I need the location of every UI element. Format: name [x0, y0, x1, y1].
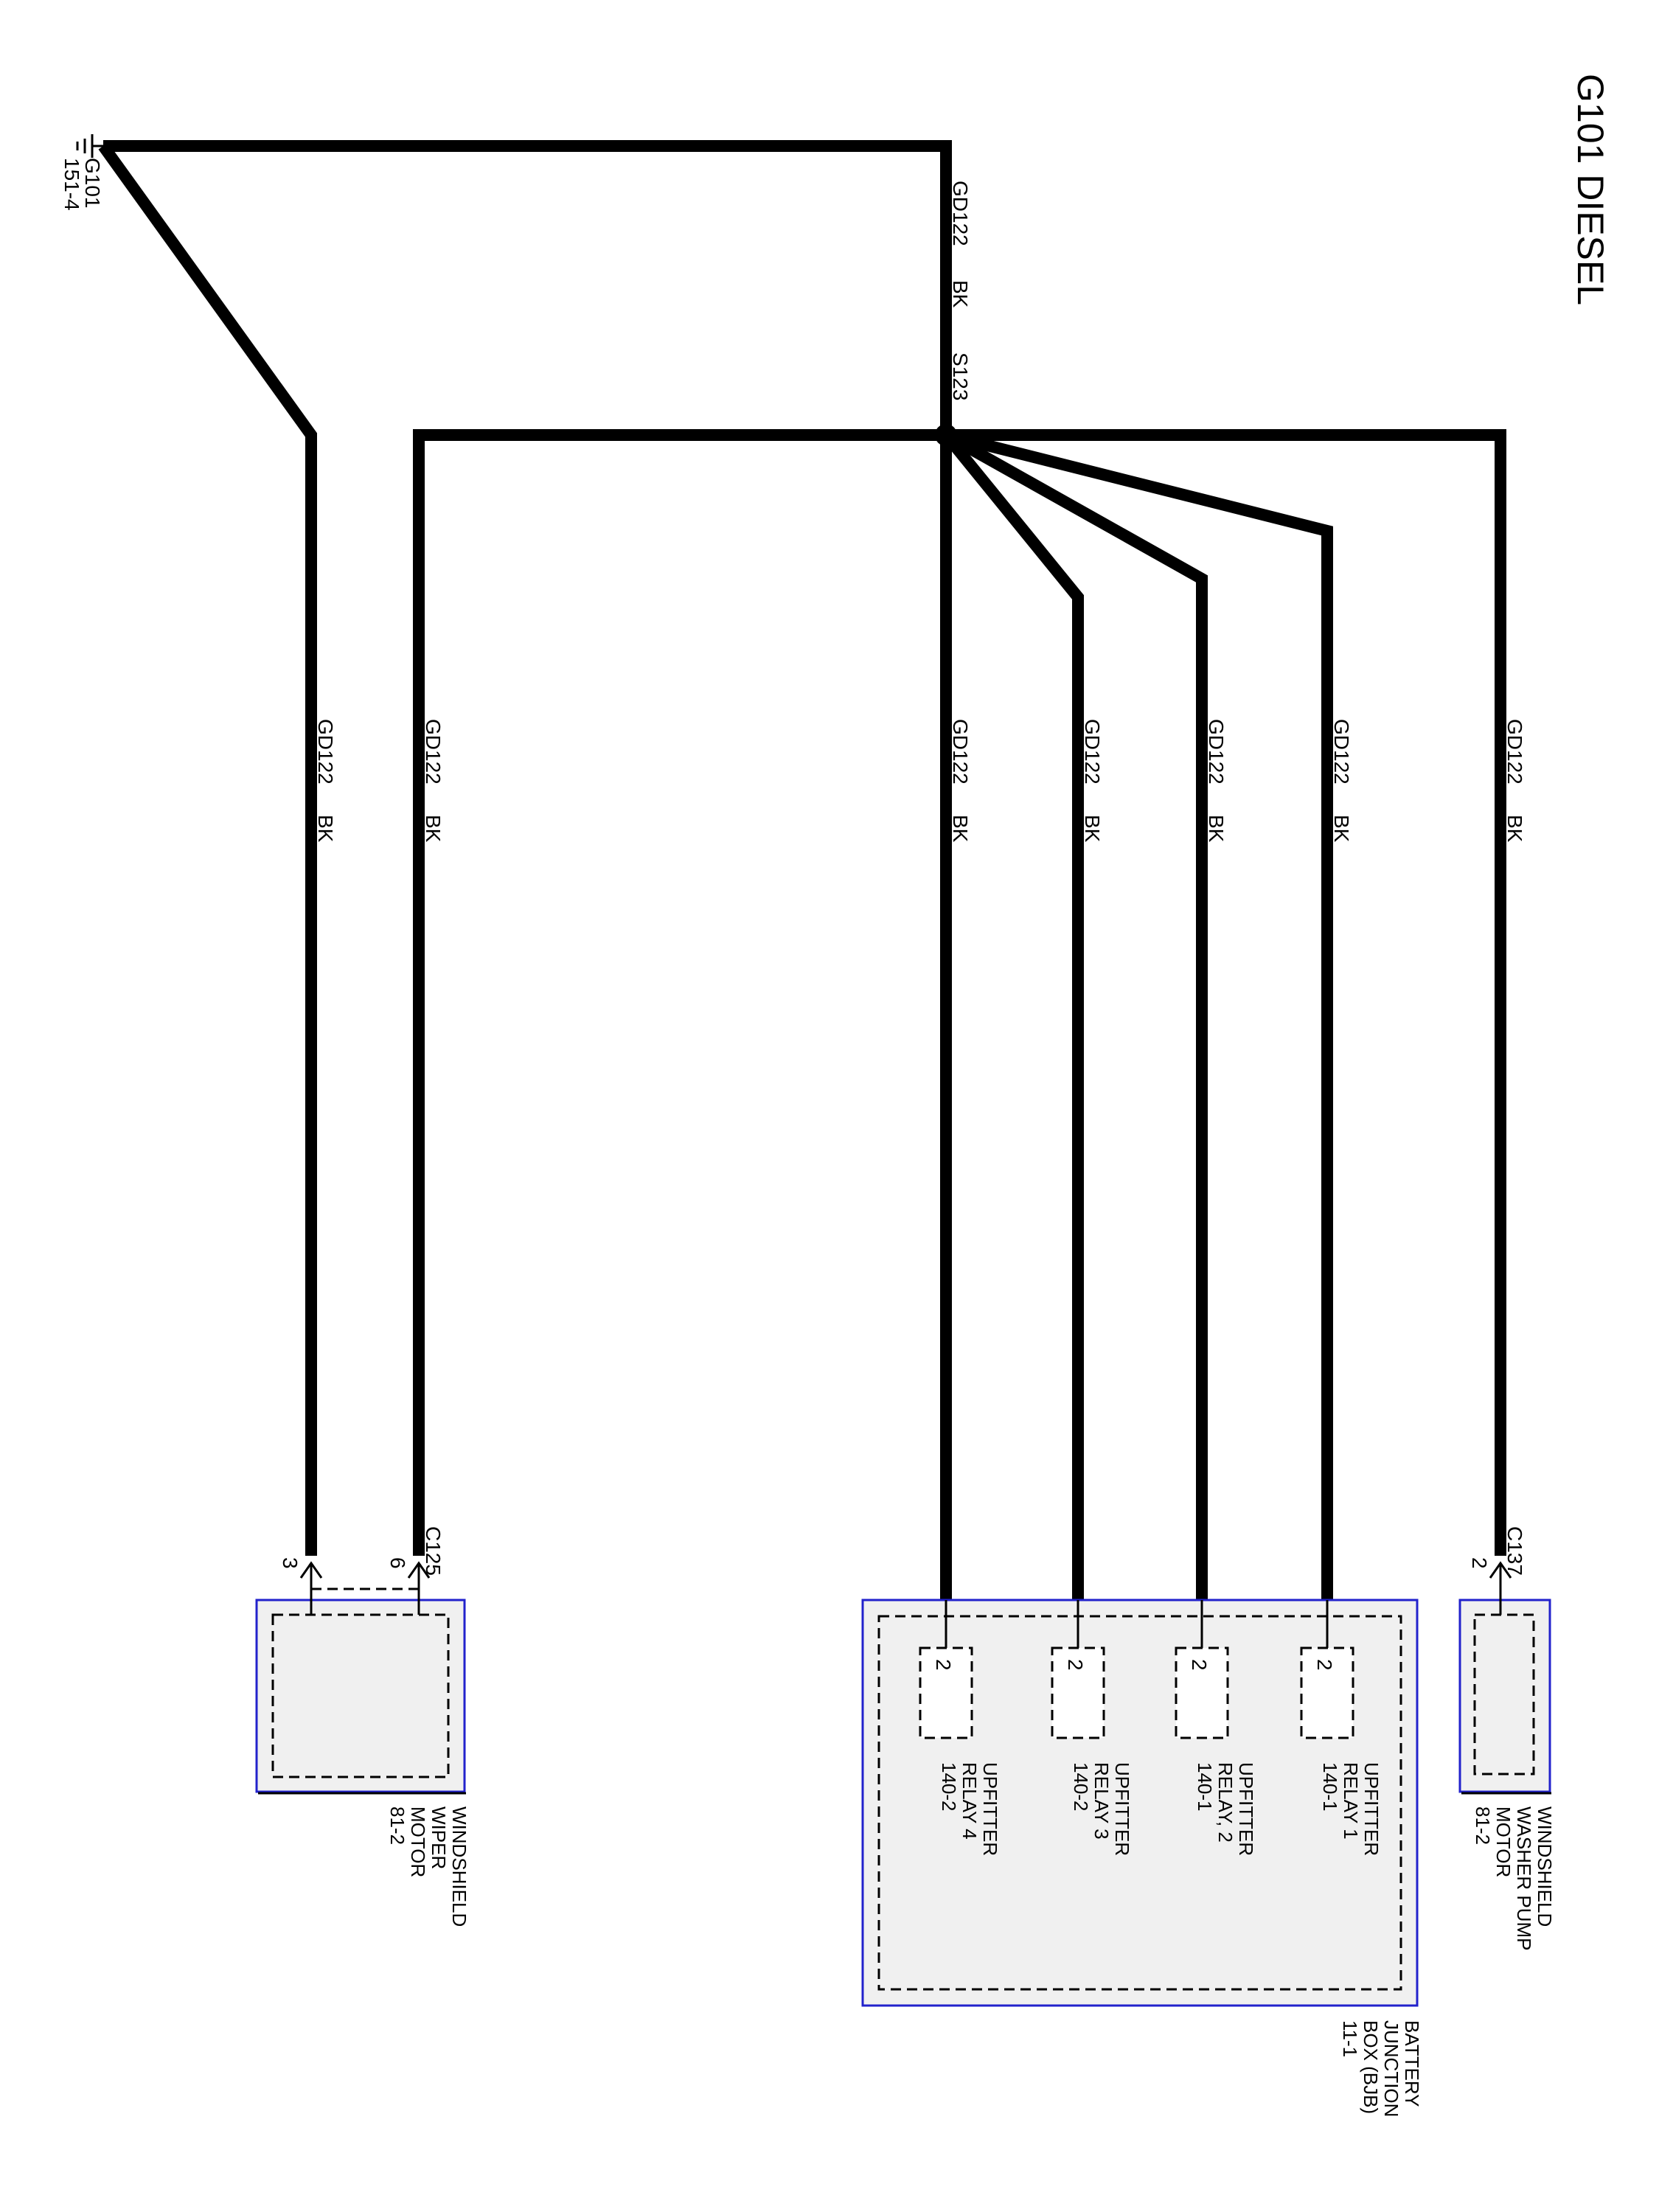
component-label-line: WINDSHIELD [448, 1806, 470, 1927]
component-label-line: BOX (BJB) [1360, 2020, 1382, 2114]
relay-label-line: UPFITTER [1111, 1762, 1133, 1856]
wire-color-label: BK [1330, 815, 1353, 843]
relay-label-line: 140-1 [1319, 1762, 1341, 1812]
washer-pump-motor [1458, 1599, 1551, 1795]
relay-1-label: UPFITTER RELAY 1 140-1 [1319, 1762, 1382, 1856]
relay-label-line: RELAY 4 [959, 1762, 981, 1840]
bjb-label: BATTERY JUNCTION BOX (BJB) 11-1 [1339, 2020, 1423, 2117]
component-label-line: BATTERY [1401, 2020, 1423, 2107]
relay-label-line: RELAY, 2 [1214, 1762, 1237, 1843]
wire-circuit-label: GD122 [1205, 719, 1228, 785]
pin-number: 2 [1188, 1659, 1211, 1671]
wire-color-label: BK [1081, 815, 1104, 843]
pin-number: 3 [279, 1557, 302, 1569]
relay-3-label: UPFITTER RELAY 3 140-2 [1070, 1762, 1133, 1856]
component-label-line: WIPER [428, 1806, 450, 1869]
wire-splice-to-wiper-6 [413, 429, 946, 1556]
wire-splice-to-relay-3 [941, 431, 1084, 1600]
relay-label-line: UPFITTER [979, 1762, 1001, 1856]
component-label-line: 81-2 [1472, 1806, 1494, 1845]
relay-label-line: UPFITTER [1360, 1762, 1382, 1856]
component-label-line: 11-1 [1339, 2020, 1361, 2057]
wire-circuit-label: GD122 [949, 181, 972, 246]
pin-number: 6 [386, 1557, 409, 1569]
wire-circuit-label: GD122 [1081, 719, 1104, 785]
wire-color-label: BK [1503, 815, 1526, 843]
wires [98, 140, 1506, 1600]
component-label-line: WINDSHIELD [1534, 1806, 1556, 1927]
washer-pump-label: WINDSHIELD WASHER PUMP MOTOR 81-2 [1472, 1806, 1556, 1951]
relay-label-line: 140-2 [938, 1762, 960, 1812]
ground-ref: 151-4 [60, 158, 83, 211]
splice-label: S123 [949, 352, 972, 400]
wire-circuit-label: GD122 [422, 719, 445, 785]
ground-name: G101 [81, 158, 104, 209]
relay-label-line: RELAY 1 [1340, 1762, 1362, 1840]
connector-c137 [1489, 1561, 1512, 1615]
relay-label-line: UPFITTER [1235, 1762, 1257, 1856]
connector-c137-label: C137 [1503, 1526, 1526, 1576]
component-label-line: WASHER PUMP [1513, 1806, 1535, 1951]
wire-color-label: BK [949, 280, 972, 308]
pin-number: 2 [1468, 1557, 1491, 1569]
relay-4-label: UPFITTER RELAY 4 140-2 [938, 1762, 1001, 1856]
wiper-motor [255, 1599, 466, 1795]
relay-4-pin: 2 [919, 1600, 973, 1739]
ground-label: G101 151-4 [60, 158, 104, 211]
wire-splice-to-relay-2 [943, 430, 1208, 1600]
wire-splice-to-washer-pump [946, 429, 1506, 1556]
wire-ground-to-wiper-3 [98, 142, 317, 1556]
connector-c125 [299, 1561, 431, 1615]
relay-3-pin: 2 [1051, 1600, 1105, 1739]
component-label-line: MOTOR [1492, 1806, 1514, 1877]
component-label-line: MOTOR [407, 1806, 429, 1877]
wire-color-label: BK [422, 815, 445, 843]
wire-splice-to-relay-1 [945, 429, 1333, 1600]
wire-circuit-label: GD122 [314, 719, 337, 785]
relay-2-pin: 2 [1175, 1600, 1229, 1739]
connector-c125-label: C125 [422, 1526, 445, 1576]
wire-ground-to-splice [103, 140, 952, 435]
component-label-line: JUNCTION [1380, 2020, 1402, 2117]
splice-dot [935, 424, 957, 446]
wire-circuit-label: GD122 [1330, 719, 1353, 785]
wire-color-label: BK [949, 815, 972, 843]
wire-labels: GD122 BK GD122 BK GD122 BK GD122 BK GD12… [314, 719, 1526, 843]
wire-circuit-label: GD122 [1503, 719, 1526, 785]
pin-number: 2 [1064, 1659, 1087, 1671]
ground-symbol [76, 134, 103, 158]
pin-number: 2 [1313, 1659, 1336, 1671]
relay-label-line: 140-1 [1194, 1762, 1216, 1812]
wire-color-label: BK [314, 815, 337, 843]
component-label-line: 81-2 [386, 1806, 408, 1845]
relay-1-pin: 2 [1300, 1600, 1354, 1739]
relay-2-label: UPFITTER RELAY, 2 140-1 [1194, 1762, 1257, 1856]
diagram-title: G101 DIESEL [1570, 74, 1611, 305]
wire-color-label: BK [1205, 815, 1228, 843]
wiper-motor-label: WINDSHIELD WIPER MOTOR 81-2 [386, 1806, 470, 1927]
pin-number: 2 [932, 1659, 955, 1671]
relay-label-line: 140-2 [1070, 1762, 1092, 1812]
wire-circuit-label: GD122 [949, 719, 972, 785]
relay-label-line: RELAY 3 [1091, 1762, 1113, 1840]
